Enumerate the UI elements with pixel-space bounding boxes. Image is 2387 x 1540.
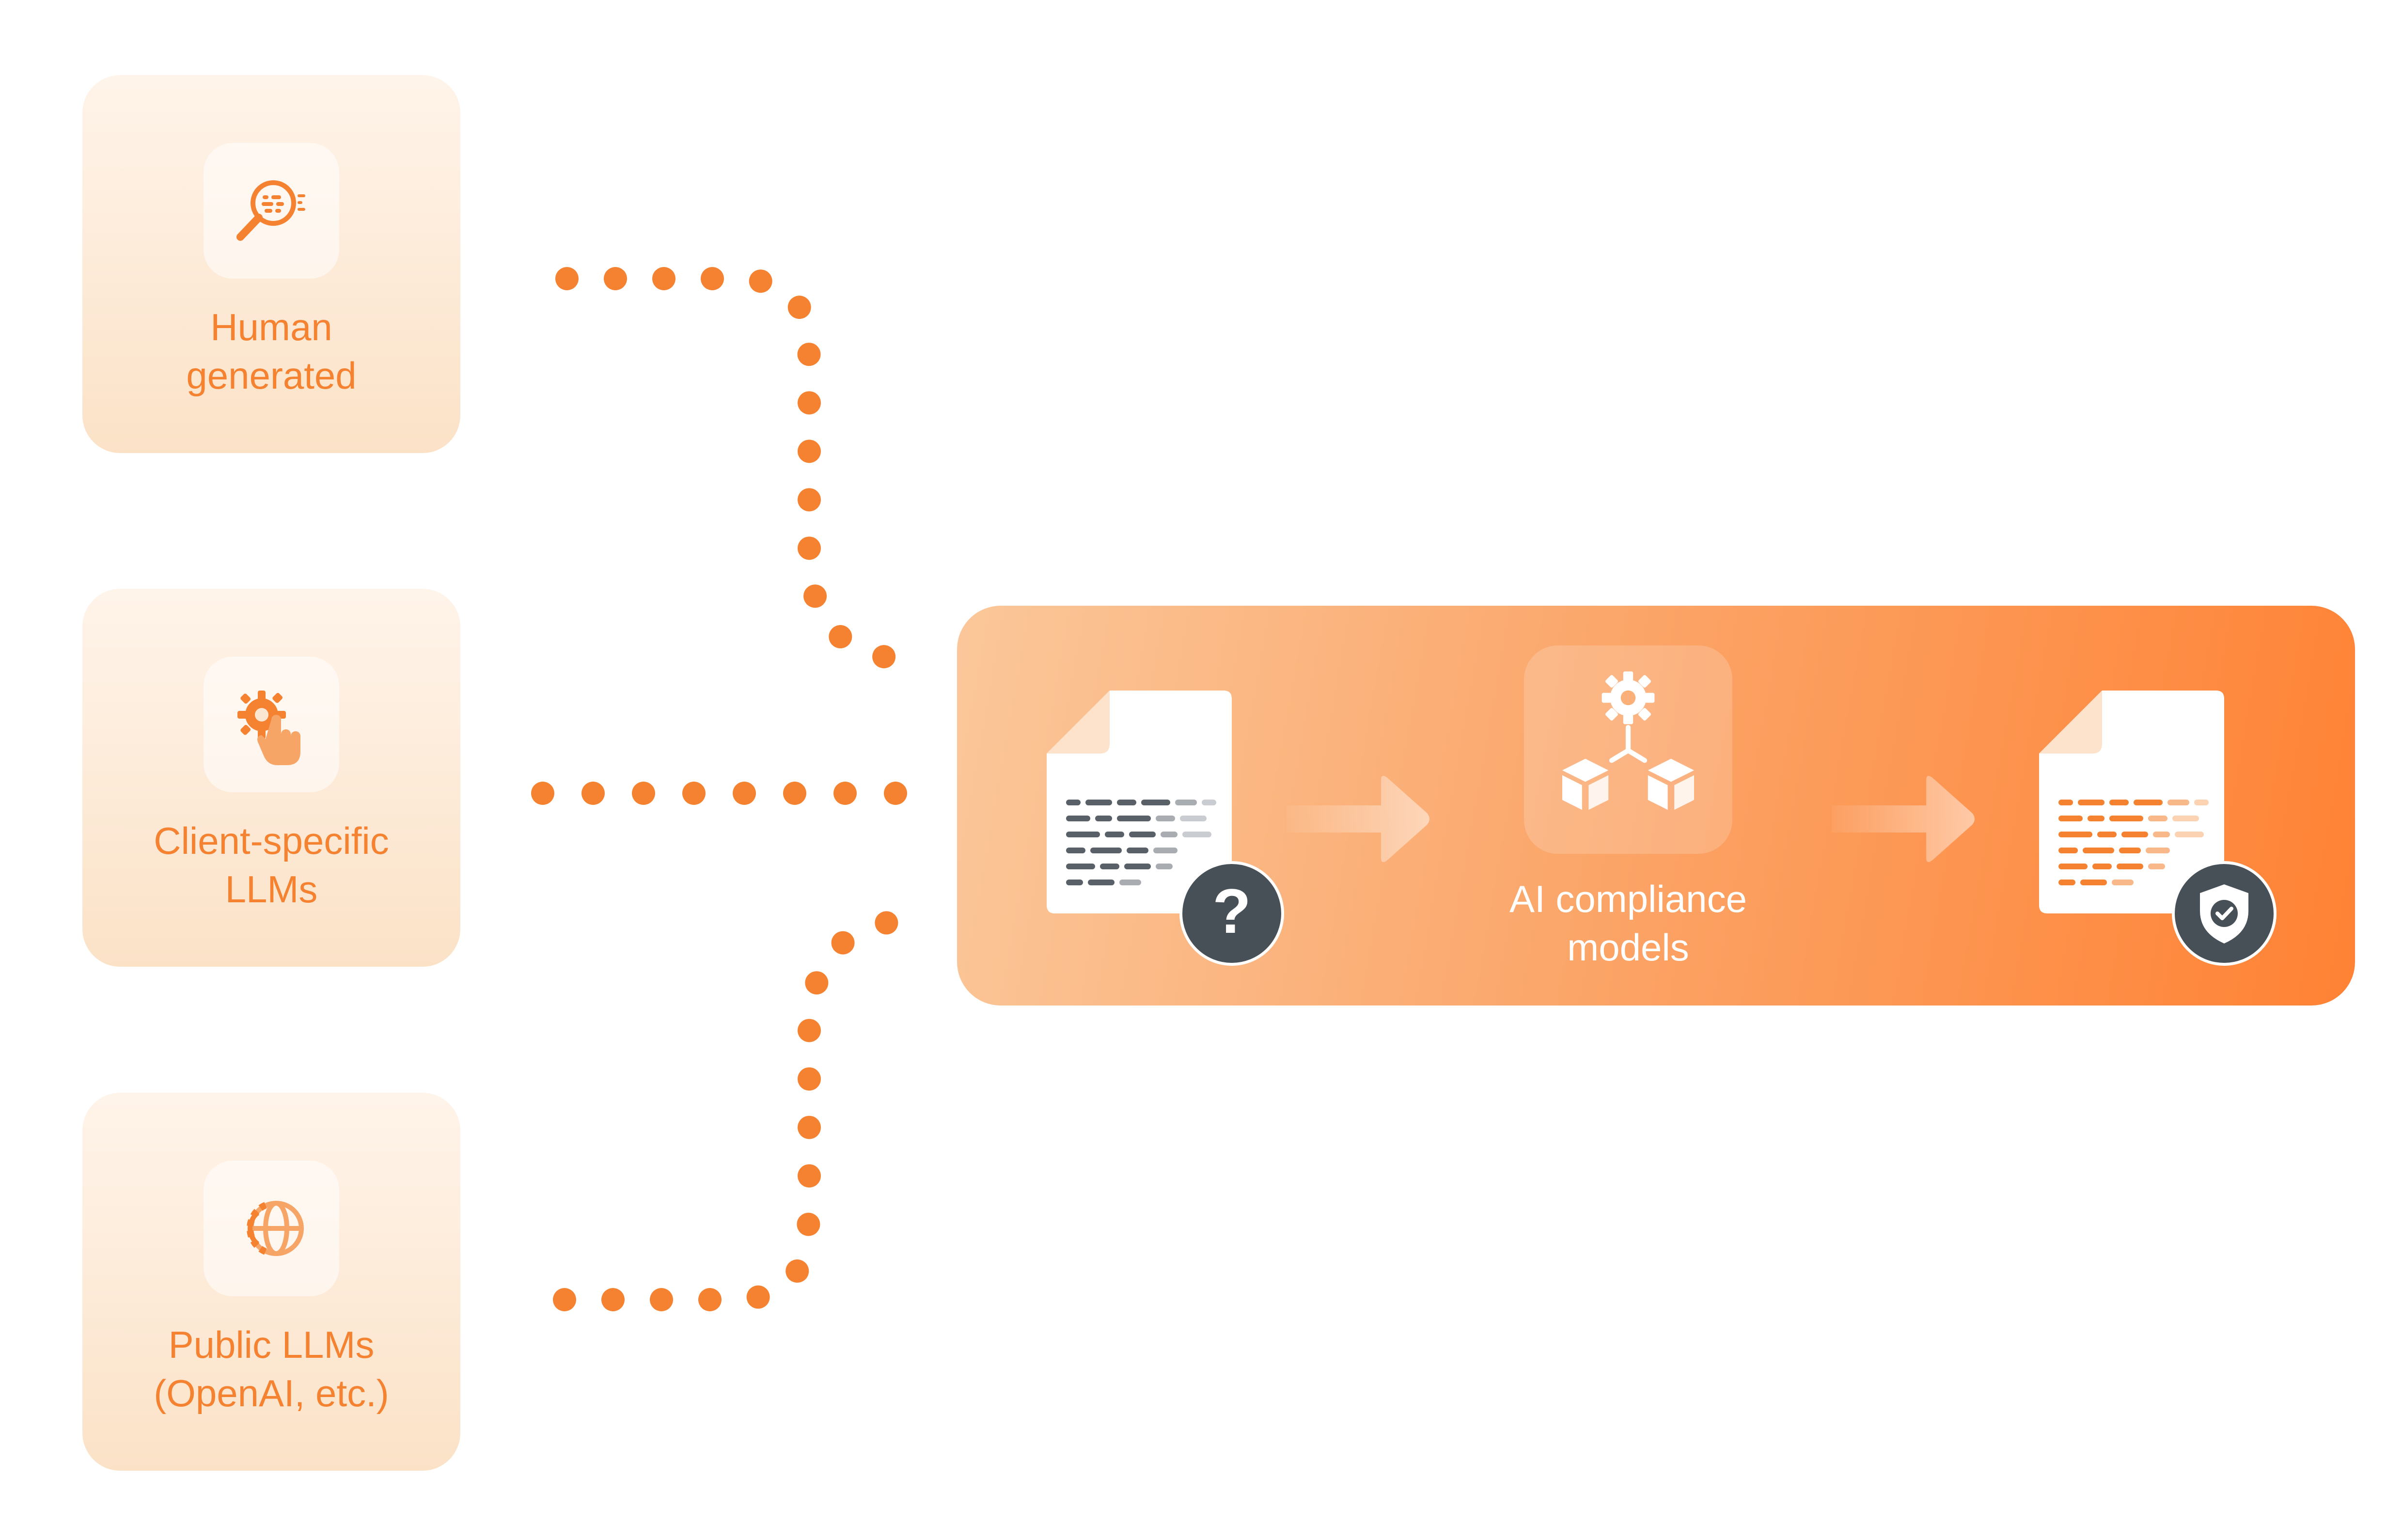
icon-tile [204,143,339,279]
source-card-human-generated: Human generated [82,75,460,453]
model-label: AI compliance models [1509,878,1747,969]
document-question-icon: ? [1047,691,1284,966]
arrow-right-icon [1832,776,1975,862]
arrow-right-icon [1287,776,1429,862]
gear-cubes-icon [1562,671,1694,810]
source-label: Client-specific LLMs [154,819,389,911]
source-label: Human generated [186,306,357,397]
model-icon-tile [1524,645,1732,854]
document-shield-check-icon [2039,691,2277,966]
connector-bottom [553,909,923,1311]
gear-hand-icon [237,691,300,765]
icon-tile [204,657,339,792]
icon-tile [204,1161,339,1296]
source-label: Public LLMs (OpenAI, etc.) [154,1323,389,1414]
svg-text:?: ? [1212,876,1251,946]
source-card-public-llms: Public LLMs (OpenAI, etc.) [82,1093,460,1471]
ai-compliance-pipeline: ? [957,606,2355,1006]
globe-gear-icon [247,1201,304,1256]
source-card-client-specific-llms: Client-specific LLMs [82,589,460,967]
magnifier-data-icon [236,180,305,241]
connector-top [555,267,923,671]
